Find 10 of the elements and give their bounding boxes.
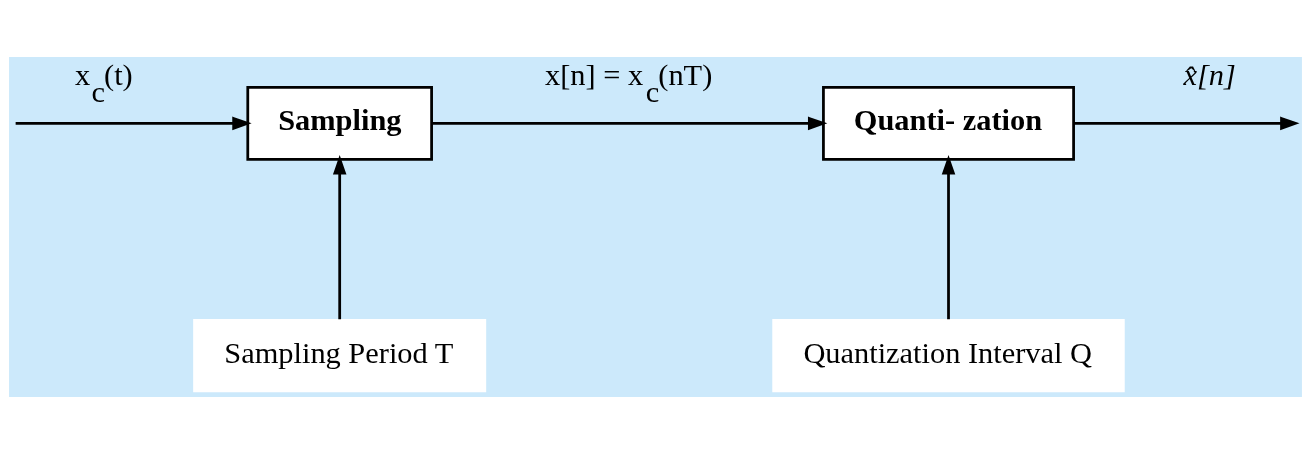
node-box: Quanti- zation: [822, 86, 1075, 161]
edge-label: x̂[n]: [1183, 58, 1236, 93]
node-box: Sampling Period T: [193, 318, 487, 393]
node-box: Sampling: [246, 86, 433, 161]
node-box: Quantization Interval Q: [772, 318, 1125, 393]
arrow: [332, 155, 347, 320]
arrow: [431, 116, 828, 131]
arrow: [15, 116, 252, 131]
arrow: [1073, 116, 1300, 131]
arrow: [941, 155, 956, 320]
